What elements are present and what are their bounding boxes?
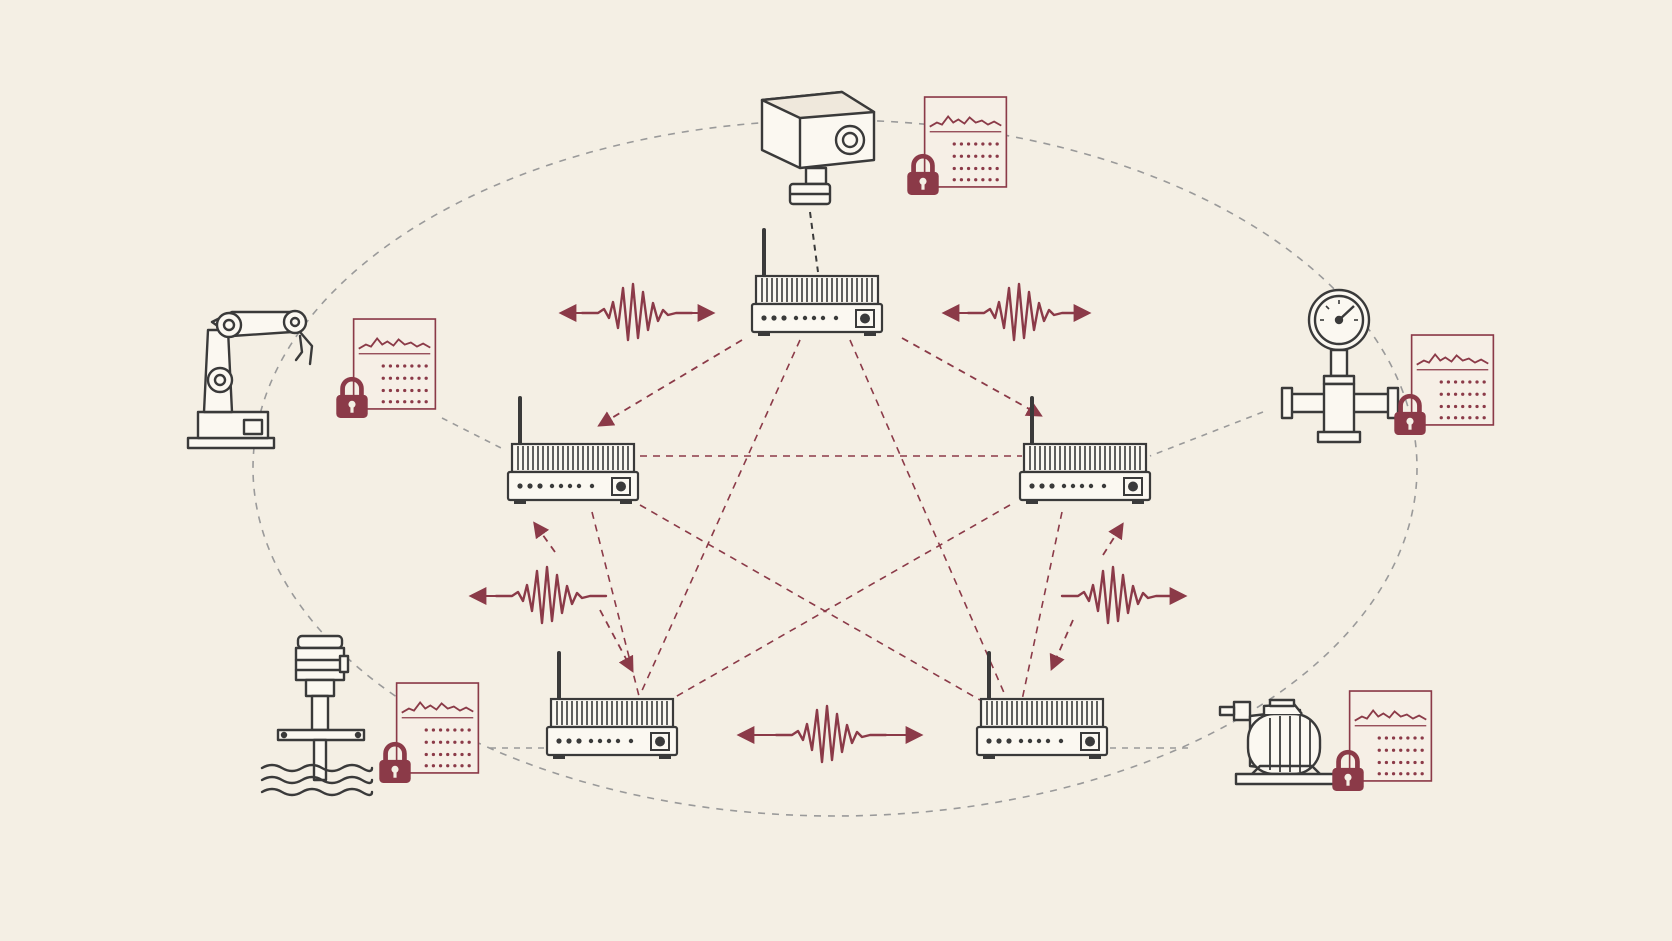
arrow-link bbox=[1049, 619, 1074, 671]
mesh-links bbox=[591, 339, 1063, 701]
radio-wave-icon bbox=[941, 282, 1092, 342]
data-panel-icon bbox=[395, 682, 480, 774]
data-panel-icon bbox=[1410, 334, 1495, 426]
padlock-icon bbox=[1394, 396, 1425, 435]
device-links bbox=[441, 211, 1264, 749]
arrow-link bbox=[1102, 522, 1124, 556]
electric-motor-icon bbox=[1218, 698, 1336, 786]
radio-wave-icon bbox=[1060, 565, 1188, 625]
robot-arm-icon bbox=[186, 309, 314, 450]
gateway-router-icon bbox=[750, 228, 884, 338]
padlock-icon bbox=[379, 744, 410, 783]
padlock-icon bbox=[1332, 752, 1363, 791]
security-camera-icon bbox=[760, 90, 876, 206]
mesh-link bbox=[639, 339, 801, 696]
pressure-gauge-icon bbox=[1280, 288, 1400, 444]
arrow-link bbox=[901, 337, 1043, 417]
padlock-icon bbox=[907, 156, 938, 195]
arrow-link bbox=[533, 521, 556, 553]
arrow-link bbox=[599, 609, 634, 673]
mesh-link bbox=[669, 504, 1011, 701]
arrow-link bbox=[597, 339, 743, 427]
mesh-link bbox=[639, 504, 981, 701]
data-panel-icon bbox=[352, 318, 437, 410]
gateway-router-icon bbox=[975, 651, 1109, 761]
radio-wave-icon bbox=[468, 565, 608, 625]
mesh-link bbox=[849, 339, 1006, 696]
directed-links bbox=[533, 337, 1124, 673]
mesh-link bbox=[1021, 511, 1063, 701]
level-sensor-icon bbox=[260, 634, 374, 797]
mesh-link bbox=[591, 511, 641, 701]
data-panel-icon bbox=[1348, 690, 1433, 782]
padlock-icon bbox=[336, 379, 367, 418]
gateway-router-icon bbox=[545, 651, 679, 761]
outer-network-ring bbox=[252, 119, 1418, 817]
radio-wave-icon bbox=[558, 282, 716, 342]
radio-wave-icon bbox=[736, 704, 924, 764]
